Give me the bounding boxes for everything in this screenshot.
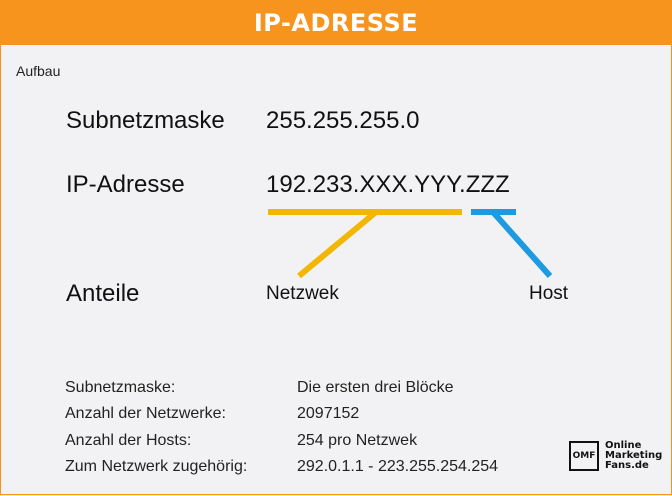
ip-value: 192.233.XXX.YYY.ZZZ bbox=[266, 171, 510, 198]
logo-line-2: Marketing bbox=[605, 450, 663, 461]
info-value-3: 292.0.1.1 - 223.255.254.254 bbox=[297, 458, 499, 475]
logo-line-3: Fans.de bbox=[605, 460, 649, 471]
page-title: IP-ADRESSE bbox=[1, 1, 671, 45]
info-label-2: Anzahl der Hosts: bbox=[65, 432, 192, 449]
info-label-1: Anzahl der Netzwerke: bbox=[65, 405, 226, 422]
host-connector bbox=[490, 210, 553, 278]
info-value-1: 2097152 bbox=[297, 405, 360, 422]
info-label-0: Subnetzmaske: bbox=[65, 379, 176, 396]
subnetmask-value: 255.255.255.0 bbox=[266, 107, 420, 134]
info-label-3: Zum Netzwerk zugehörig: bbox=[65, 458, 248, 475]
section-label: Aufbau bbox=[16, 63, 61, 79]
parts-label: Anteile bbox=[66, 280, 140, 307]
info-value-2: 254 pro Netzwek bbox=[297, 432, 418, 449]
ip-label: IP-Adresse bbox=[66, 171, 185, 198]
info-value-0: Die ersten drei Blöcke bbox=[297, 379, 454, 396]
brand-logo: OMF Online Marketing Fans.de bbox=[569, 441, 662, 471]
logo-mark: OMF bbox=[569, 441, 599, 471]
network-connector bbox=[297, 209, 378, 279]
subnetmask-label: Subnetzmaske bbox=[66, 107, 225, 134]
logo-text: Online Marketing Fans.de bbox=[605, 441, 662, 471]
network-label: Netzwek bbox=[266, 283, 339, 304]
logo-line-1: Online bbox=[605, 440, 642, 451]
host-label: Host bbox=[529, 283, 569, 304]
